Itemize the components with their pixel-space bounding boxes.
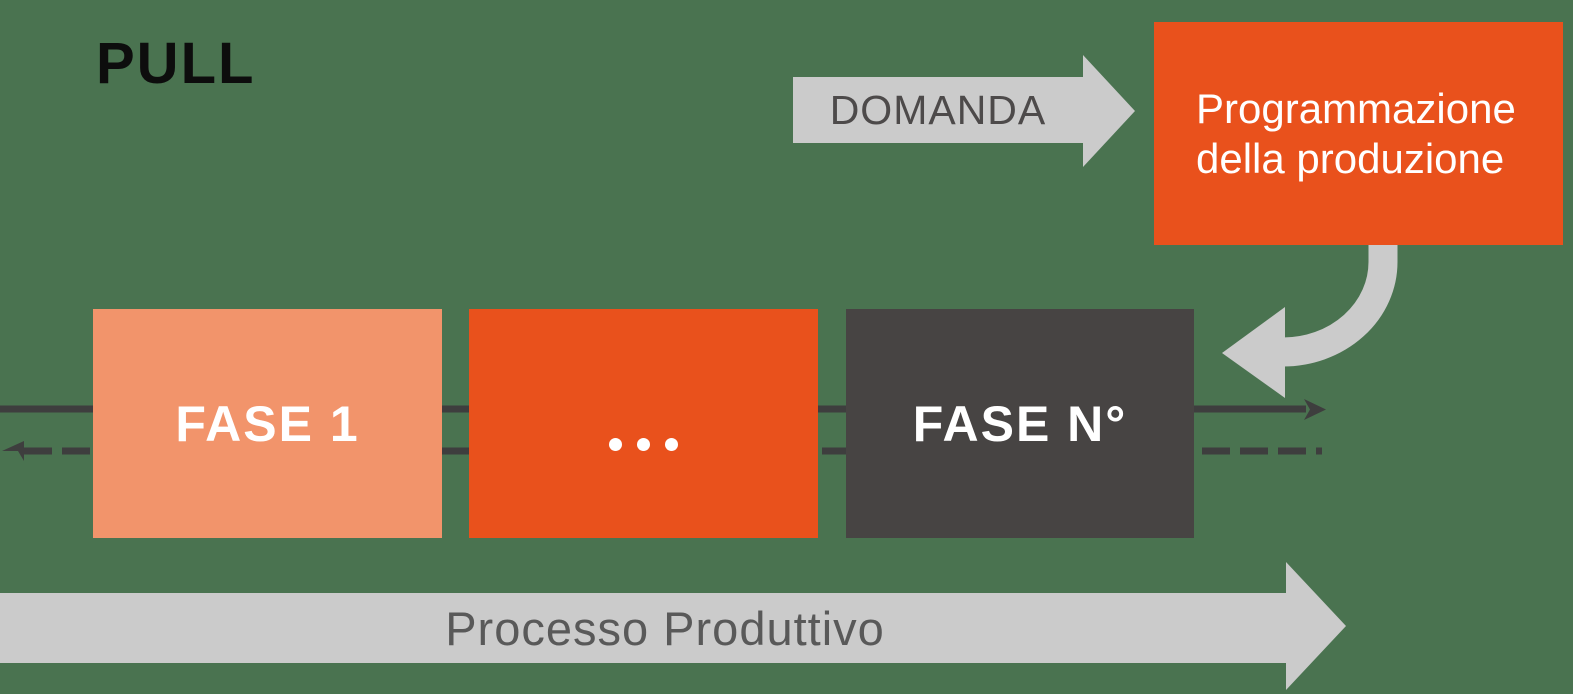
phase-label: FASE 1 xyxy=(175,395,360,452)
process-arrow-label-wrap: Processo Produttivo xyxy=(0,593,1330,663)
process-arrow xyxy=(0,593,1286,663)
phase-label: FASE N° xyxy=(912,395,1128,452)
phase-box-fase-1: FASE 1 xyxy=(93,309,442,538)
planning-box: Programmazione della produzione xyxy=(1154,22,1563,245)
return-arrowhead-icon xyxy=(2,441,24,461)
feedback-arrowhead-icon xyxy=(1222,307,1285,398)
process-arrowhead-icon xyxy=(1286,562,1346,690)
demand-arrow: DOMANDA xyxy=(793,77,1083,143)
ellipsis-dot xyxy=(637,438,650,451)
planning-box-line2: della produzione xyxy=(1196,134,1505,182)
forward-arrowhead-icon xyxy=(1304,399,1326,420)
phase-box-ellipsis xyxy=(469,309,818,538)
planning-box-line1: Programmazione xyxy=(1196,84,1516,132)
ellipsis-dot xyxy=(665,438,678,451)
feedback-curve xyxy=(1282,240,1398,367)
diagram-title: PULL xyxy=(96,31,256,96)
ellipsis-dot xyxy=(609,438,622,451)
demand-arrow-label: DOMANDA xyxy=(829,86,1047,133)
demand-arrowhead-icon xyxy=(1083,55,1135,167)
ellipsis-dots-icon xyxy=(609,438,678,451)
process-arrow-label: Processo Produttivo xyxy=(445,601,885,655)
phase-box-fase-n: FASE N° xyxy=(846,309,1194,538)
